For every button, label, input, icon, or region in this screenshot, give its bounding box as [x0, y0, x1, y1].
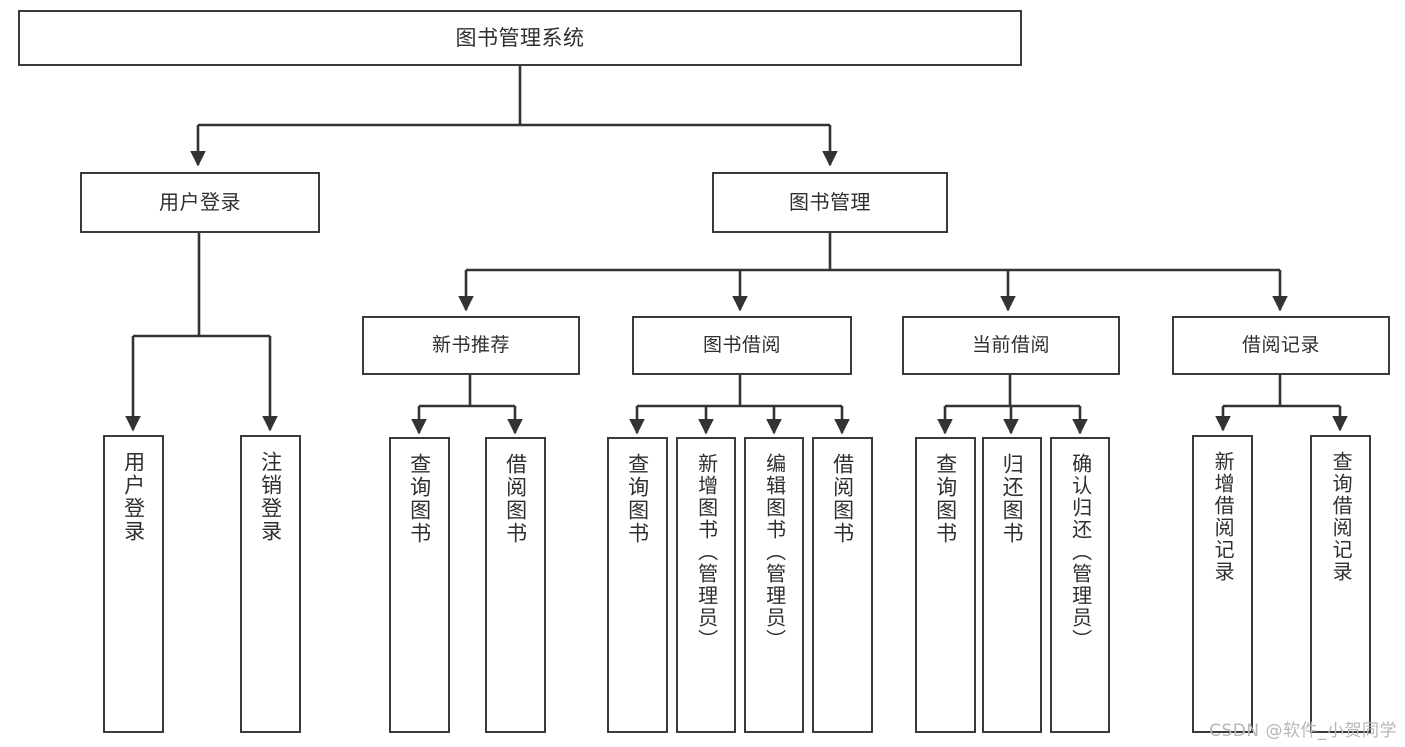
node-label: 注销登录	[258, 451, 283, 543]
leaf-query-book-borrow[interactable]: 查询图书	[607, 437, 668, 733]
node-current-borrow[interactable]: 当前借阅	[902, 316, 1120, 375]
watermark: CSDN @软件_小贺同学	[1209, 721, 1397, 741]
node-label: 确认归还（管理员）	[1068, 453, 1093, 651]
leaf-borrow-book[interactable]: 借阅图书	[812, 437, 873, 733]
leaf-query-book-recommend[interactable]: 查询图书	[389, 437, 450, 733]
node-label: 新增图书（管理员）	[694, 453, 719, 651]
node-label: 新书推荐	[431, 334, 510, 357]
node-root[interactable]: 图书管理系统	[18, 10, 1022, 66]
leaf-query-borrow-record[interactable]: 查询借阅记录	[1310, 435, 1371, 733]
node-label: 图书管理	[789, 189, 871, 214]
node-book-management[interactable]: 图书管理	[712, 172, 948, 233]
node-book-borrow[interactable]: 图书借阅	[632, 316, 852, 375]
leaf-add-book-admin[interactable]: 新增图书（管理员）	[676, 437, 736, 733]
node-label: 图书借阅	[702, 334, 781, 357]
leaf-query-book-current[interactable]: 查询图书	[915, 437, 976, 733]
node-label: 图书管理系统	[455, 25, 585, 50]
node-label: 当前借阅	[971, 334, 1050, 357]
leaf-return-book[interactable]: 归还图书	[982, 437, 1042, 733]
node-label: 借阅记录	[1241, 334, 1320, 357]
node-label: 用户登录	[121, 451, 146, 543]
node-label: 新增借阅记录	[1211, 451, 1236, 583]
node-label: 归还图书	[1000, 453, 1025, 545]
node-label: 查询图书	[407, 453, 432, 545]
node-label: 用户登录	[159, 189, 241, 214]
leaf-edit-book-admin[interactable]: 编辑图书（管理员）	[744, 437, 804, 733]
leaf-confirm-return-admin[interactable]: 确认归还（管理员）	[1050, 437, 1110, 733]
leaf-borrow-book-recommend[interactable]: 借阅图书	[485, 437, 546, 733]
node-label: 查询图书	[933, 453, 958, 545]
leaf-user-login[interactable]: 用户登录	[103, 435, 164, 733]
leaf-logout[interactable]: 注销登录	[240, 435, 301, 733]
node-user-login[interactable]: 用户登录	[80, 172, 320, 233]
node-borrow-record[interactable]: 借阅记录	[1172, 316, 1390, 375]
node-label: 编辑图书（管理员）	[762, 453, 787, 651]
node-new-book-recommend[interactable]: 新书推荐	[362, 316, 580, 375]
leaf-add-borrow-record[interactable]: 新增借阅记录	[1192, 435, 1253, 733]
node-label: 查询图书	[625, 453, 650, 545]
node-label: 借阅图书	[830, 453, 855, 545]
node-label: 借阅图书	[503, 453, 528, 545]
node-label: 查询借阅记录	[1329, 451, 1354, 583]
